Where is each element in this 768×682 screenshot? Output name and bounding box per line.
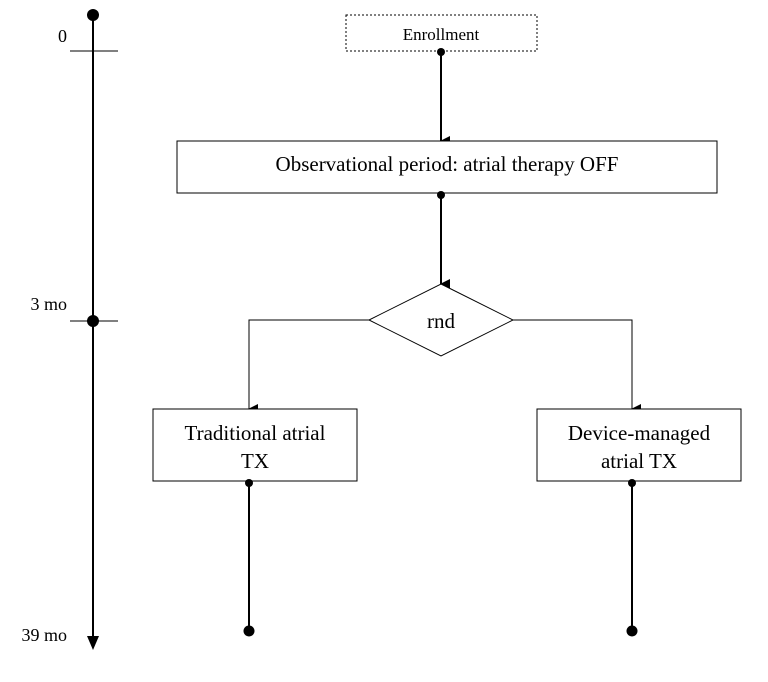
enrollment-box: [345, 14, 538, 52]
endpoint-dot-device: [626, 625, 638, 637]
traditional-label-line2: TX: [241, 449, 269, 473]
randomization-label: rnd: [427, 309, 455, 333]
branch-right: [513, 319, 633, 409]
timeline-label-0: 0: [58, 26, 67, 46]
traditional-box: [152, 408, 358, 482]
timeline-label-39mo: 39 mo: [21, 625, 67, 645]
randomization-diamond: [367, 283, 515, 357]
device-label-line1: Device-managed: [568, 421, 711, 445]
enrollment-node: Enrollment: [345, 14, 538, 52]
device-node: Device-managed atrial TX: [536, 408, 742, 482]
observational-label: Observational period: atrial therapy OFF: [276, 152, 619, 176]
traditional-node: Traditional atrial TX: [152, 408, 358, 482]
observational-node: Observational period: atrial therapy OFF: [176, 140, 718, 194]
timeline-arrowhead: [87, 636, 99, 650]
device-label-line2: atrial TX: [601, 449, 677, 473]
timeline: 0 3 mo 39 mo: [21, 9, 118, 650]
timeline-label-3mo: 3 mo: [30, 294, 67, 314]
device-box: [536, 408, 742, 482]
enrollment-label: Enrollment: [403, 25, 480, 44]
randomization-node: rnd: [367, 283, 515, 357]
endpoint-dot-traditional: [243, 625, 255, 637]
timeline-start-dot: [87, 9, 99, 21]
traditional-label-line1: Traditional atrial: [185, 421, 326, 445]
timeline-3mo-dot: [87, 315, 99, 327]
observational-box: [176, 140, 718, 194]
branch-left: [248, 319, 369, 409]
